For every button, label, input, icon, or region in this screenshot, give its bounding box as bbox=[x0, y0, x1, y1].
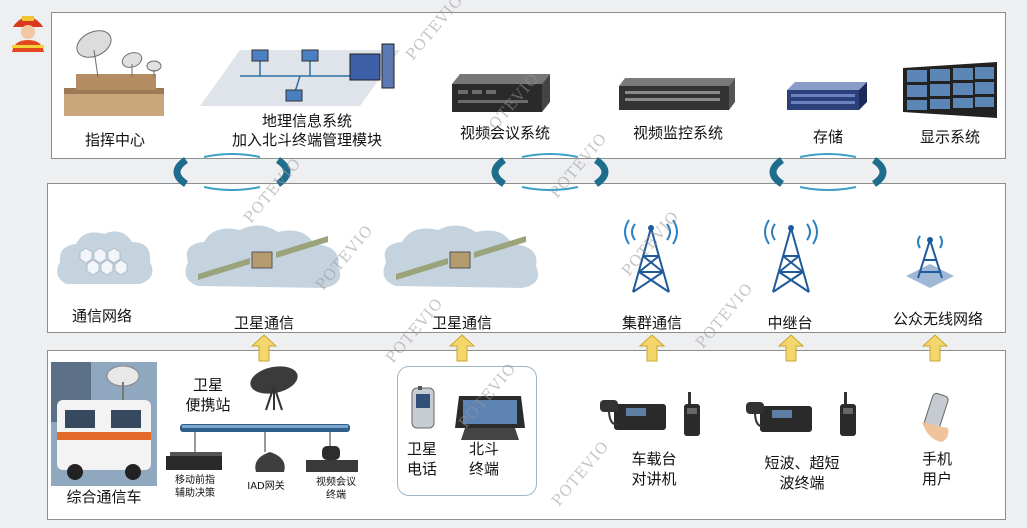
connector-ring-left bbox=[173, 153, 291, 191]
communication-network-cloud-icon bbox=[57, 231, 153, 284]
beidou-terminal-label-line2: 终端 bbox=[468, 460, 499, 478]
vehicle-radio-label-line1: 车载台 bbox=[631, 450, 677, 468]
mobile-phone-hand-icon bbox=[922, 392, 949, 442]
command-center-label: 指挥中心 bbox=[84, 131, 145, 149]
gis-network-icon bbox=[200, 43, 400, 106]
lan-bus-line bbox=[180, 424, 350, 456]
communication-network-label: 通信网络 bbox=[71, 307, 132, 325]
display-system-label: 显示系统 bbox=[919, 128, 980, 146]
firefighter-logo-icon bbox=[12, 16, 44, 52]
mobile-user-label-line2: 用户 bbox=[921, 470, 952, 488]
beidou-terminal-label-line1: 北斗 bbox=[468, 440, 499, 458]
satellite-phone-label-line2: 电话 bbox=[406, 460, 437, 478]
shortwave-radio-icon bbox=[746, 402, 812, 432]
up-arrow-relay bbox=[778, 334, 804, 362]
mobile-command-label-line2: 辅助决策 bbox=[175, 488, 215, 499]
relay-station-label: 中继台 bbox=[767, 314, 813, 332]
video-monitoring-label: 视频监控系统 bbox=[632, 124, 723, 142]
mobile-command-label-line1: 移动前指 bbox=[175, 475, 215, 486]
command-center-icon bbox=[64, 30, 164, 116]
video-conference-label: 视频会议系统 bbox=[459, 124, 550, 142]
public-wireless-tower-icon bbox=[906, 235, 954, 288]
satellite-communication-label-1: 卫星通信 bbox=[233, 314, 294, 332]
mobile-user-label-line1: 手机 bbox=[921, 450, 952, 468]
mobile-command-device-icon bbox=[166, 452, 222, 470]
gis-label-line1: 地理信息系统 bbox=[261, 112, 352, 130]
shortwave-terminal-label-line1: 短波、超短 bbox=[764, 454, 840, 472]
shortwave-terminal-label-line2: 波终端 bbox=[779, 474, 825, 492]
satellite-communication-label-2: 卫星通信 bbox=[431, 314, 492, 332]
trunking-communication-label: 集群通信 bbox=[621, 314, 682, 332]
satellite-portable-label-line2: 便携站 bbox=[185, 396, 231, 414]
up-arrow-trunking bbox=[639, 334, 665, 362]
satellite-phone-icon bbox=[411, 386, 435, 429]
satellite-portable-label-line1: 卫星 bbox=[192, 376, 223, 394]
walkie-talkie-icon bbox=[684, 392, 700, 436]
video-conference-terminal-label-line2: 终端 bbox=[326, 490, 346, 501]
satellite-dish-icon bbox=[250, 366, 298, 411]
beidou-terminal-icon bbox=[455, 396, 525, 440]
storage-device-icon bbox=[787, 82, 867, 110]
vehicle-radio-icon bbox=[600, 400, 666, 430]
vehicle-radio-label-line2: 对讲机 bbox=[631, 470, 677, 488]
relay-tower-icon bbox=[764, 219, 818, 293]
satellite-cloud-icon-2 bbox=[383, 225, 539, 288]
video-conference-terminal-icon bbox=[306, 446, 358, 472]
connector-ring-center bbox=[491, 153, 609, 191]
up-arrow-public-wireless bbox=[922, 334, 948, 362]
iad-gateway-label: IAD网关 bbox=[247, 481, 285, 492]
video-conference-device-icon bbox=[452, 74, 550, 112]
video-monitoring-device-icon bbox=[619, 78, 735, 110]
gis-label-line2: 加入北斗终端管理模块 bbox=[231, 131, 382, 149]
communication-vehicle-photo bbox=[51, 362, 157, 486]
up-arrow-satellite-1 bbox=[251, 334, 277, 362]
shortwave-handheld-icon bbox=[840, 392, 856, 436]
trunking-tower-icon bbox=[624, 219, 678, 293]
public-wireless-network-label: 公众无线网络 bbox=[892, 310, 983, 328]
storage-label: 存储 bbox=[812, 128, 843, 146]
iad-gateway-icon bbox=[255, 452, 285, 472]
display-wall-icon bbox=[903, 62, 997, 118]
video-conference-terminal-label-line1: 视频会议 bbox=[316, 477, 356, 488]
satellite-phone-label-line1: 卫星 bbox=[406, 440, 437, 458]
up-arrow-satellite-2 bbox=[449, 334, 475, 362]
comprehensive-vehicle-label: 综合通信车 bbox=[66, 488, 142, 506]
connector-ring-right bbox=[769, 153, 887, 191]
satellite-cloud-icon-1 bbox=[185, 225, 341, 288]
